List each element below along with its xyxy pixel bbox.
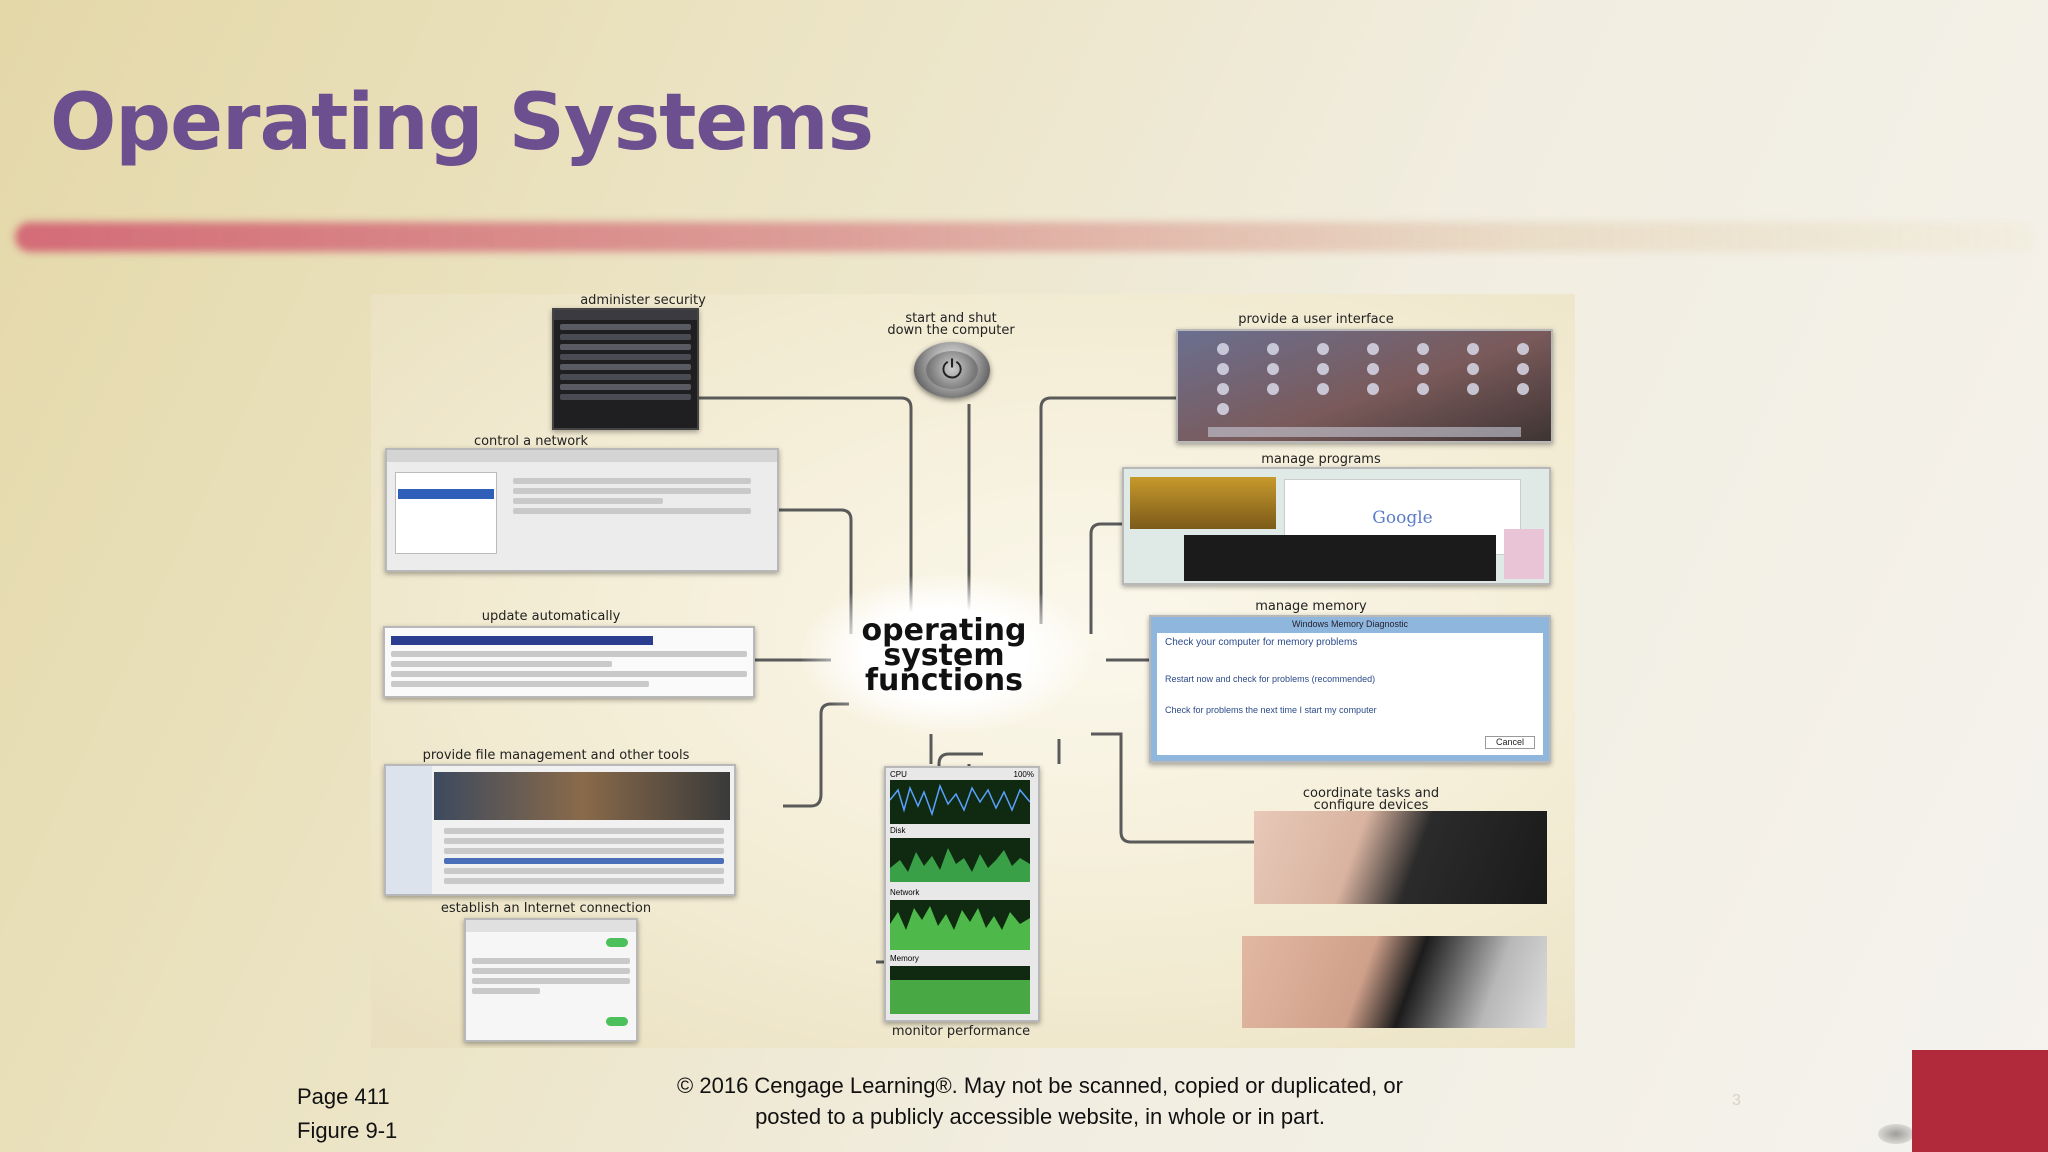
figure-reference: Page 411 Figure 9-1 — [297, 1080, 397, 1148]
power-icon: ⏻ — [926, 351, 978, 389]
label-file-management: provide file management and other tools — [422, 748, 690, 763]
slide-title: Operating Systems — [50, 78, 874, 168]
copyright-line-2: posted to a publicly accessible website,… — [755, 1104, 1325, 1129]
user-interface-screen — [1176, 329, 1553, 443]
label-internet-connection: establish an Internet connection — [440, 901, 652, 916]
network-graph — [890, 906, 1030, 950]
slide-number: 3 — [1732, 1092, 1741, 1109]
google-logo: Google — [1372, 508, 1433, 528]
label-administer-security: administer security — [580, 294, 706, 308]
disk-graph — [890, 848, 1030, 882]
os-functions-figure: operating system functions administer se… — [371, 294, 1575, 1048]
memory-option-restart: Restart now and check for problems (reco… — [1165, 674, 1376, 684]
label-provide-ui: provide a user interface — [1238, 312, 1394, 327]
label-start-shut-line2: down the computer — [887, 323, 1015, 338]
figure-number: Figure 9-1 — [297, 1118, 398, 1143]
label-start-shut-line1: start and shut — [905, 311, 997, 326]
title-underline-stripe — [15, 222, 2035, 252]
device-card-photo — [1254, 811, 1547, 904]
memory-cancel-button: Cancel — [1484, 736, 1535, 749]
label-manage-memory: manage memory — [1255, 599, 1367, 614]
center-line-1: operating — [861, 613, 1027, 648]
label-control-network: control a network — [473, 434, 589, 449]
memory-graph — [890, 980, 1030, 1014]
label-manage-programs: manage programs — [1261, 452, 1381, 467]
network-settings-window — [385, 448, 779, 572]
wifi-settings-screen — [464, 918, 638, 1042]
perf-disk-label: Disk — [890, 826, 906, 835]
security-phone-screen — [552, 308, 699, 430]
performance-monitor: CPU 100% Disk Network Memory — [884, 766, 1040, 1022]
label-coordinate-line1: coordinate tasks and — [1302, 786, 1440, 801]
file-manager-window — [384, 764, 736, 896]
cpu-graph — [889, 783, 1031, 817]
copyright-line-1: © 2016 Cengage Learning®. May not be sca… — [677, 1073, 1403, 1098]
copyright-notice: © 2016 Cengage Learning®. May not be sca… — [600, 1070, 1480, 1132]
perf-network-label: Network — [890, 888, 920, 897]
app-icons-grid — [1208, 343, 1529, 437]
power-button: ⏻ — [914, 342, 990, 398]
page-reference: Page 411 — [297, 1084, 390, 1109]
center-glow — [801, 574, 1091, 734]
label-monitor-performance: monitor performance — [891, 1024, 1031, 1039]
memory-option-next-start: Check for problems the next time I start… — [1165, 705, 1377, 715]
memory-diagnostic-window: Windows Memory Diagnostic Check your com… — [1149, 615, 1551, 763]
center-line-3: functions — [865, 663, 1023, 698]
usb-drive-photo — [1242, 936, 1547, 1028]
update-settings-window — [383, 626, 755, 698]
perf-cpu-percent: 100% — [1013, 770, 1034, 779]
corner-accent-block — [1912, 1050, 2048, 1152]
label-coordinate-line2: configure devices — [1313, 798, 1429, 813]
center-line-2: system — [883, 638, 1005, 673]
memory-window-title: Windows Memory Diagnostic — [1291, 619, 1409, 629]
label-update-automatically: update automatically — [481, 609, 621, 624]
memory-heading: Check your computer for memory problems — [1165, 637, 1358, 648]
perf-memory-label: Memory — [890, 954, 919, 963]
center-title: operating system functions — [839, 613, 1049, 698]
corner-shadow — [1878, 1124, 1914, 1144]
perf-cpu-label: CPU — [890, 770, 907, 779]
manage-programs-screen: Google — [1122, 467, 1551, 585]
